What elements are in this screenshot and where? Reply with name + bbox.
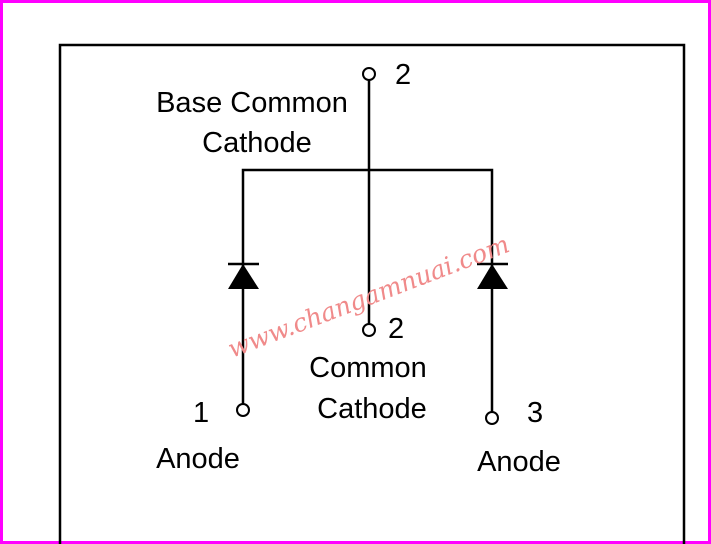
left-diode-symbol [228, 262, 259, 289]
right-pin-number: 3 [527, 397, 543, 429]
center-pin-number: 2 [388, 313, 404, 345]
top-pin-label-line1: Base Common [156, 87, 348, 119]
center-pin-label-line1: Common [309, 352, 427, 384]
left-pin-number: 1 [193, 397, 209, 429]
pin-2-top-terminal [362, 67, 376, 81]
top-pin-label-line2: Cathode [202, 127, 312, 159]
left-pin-label: Anode [156, 443, 240, 475]
pin-1-terminal [236, 403, 250, 417]
pin-3-terminal [485, 411, 499, 425]
right-diode-symbol [477, 262, 508, 289]
package-outline [58, 43, 686, 544]
top-pin-number: 2 [395, 59, 411, 91]
right-pin-label: Anode [477, 446, 561, 478]
pin-2-center-terminal [362, 323, 376, 337]
center-pin-label-line2: Cathode [317, 393, 427, 425]
